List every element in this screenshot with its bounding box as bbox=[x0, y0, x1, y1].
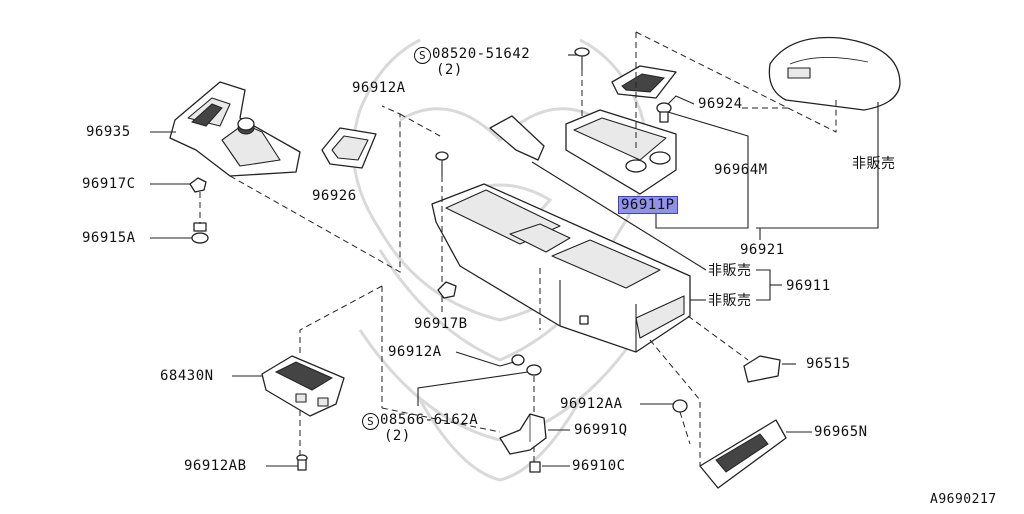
part-08566-screw-shape bbox=[526, 364, 542, 376]
leader-lines bbox=[150, 54, 879, 467]
part-lid-shape bbox=[768, 36, 901, 111]
label-96935: 96935 bbox=[86, 124, 131, 140]
part-96910c-shape bbox=[529, 461, 541, 473]
part-96515-shape bbox=[743, 355, 781, 383]
label-96926: 96926 bbox=[312, 188, 357, 204]
part-96917c-shape bbox=[189, 177, 207, 193]
part-68430n-shape bbox=[261, 355, 345, 417]
part-96935-shape bbox=[169, 81, 301, 177]
label-96924: 96924 bbox=[698, 96, 743, 112]
label-08520-qty: (2) bbox=[436, 62, 463, 78]
label-96921: 96921 bbox=[740, 242, 785, 258]
part-96917b-shape bbox=[437, 281, 457, 299]
part-96911p-shape bbox=[565, 109, 677, 195]
label-96912ab: 96912AB bbox=[184, 458, 247, 474]
label-not-for-sale-lid: 非販売 bbox=[852, 156, 896, 172]
diagram-code: A9690217 bbox=[930, 492, 997, 507]
label-96991q: 96991Q bbox=[574, 422, 628, 438]
label-96912a-mid: 96912A bbox=[388, 344, 442, 360]
label-96917b: 96917B bbox=[414, 316, 468, 332]
label-96912a-top: 96912A bbox=[352, 80, 406, 96]
part-96926-shape bbox=[321, 127, 377, 169]
label-96911p-highlighted[interactable]: 96911P bbox=[618, 196, 678, 214]
part-96965n-shape bbox=[699, 419, 787, 489]
label-96965n: 96965N bbox=[814, 424, 868, 440]
label-68430n: 68430N bbox=[160, 368, 214, 384]
label-96515: 96515 bbox=[806, 356, 851, 372]
bolt-symbol: S bbox=[362, 413, 379, 430]
part-shift-boot-shape bbox=[489, 115, 545, 161]
part-96924-shape bbox=[611, 65, 677, 99]
part-96912ab-shape bbox=[296, 454, 308, 471]
label-96911: 96911 bbox=[786, 278, 831, 294]
label-96915a: 96915A bbox=[82, 230, 136, 246]
label-96910c: 96910C bbox=[572, 458, 626, 474]
part-96912a-lower-shape bbox=[499, 354, 525, 367]
label-not-for-sale-2: 非販売 bbox=[708, 293, 752, 309]
label-not-for-sale-1: 非販売 bbox=[708, 263, 752, 279]
part-96912a-upper-shape bbox=[435, 151, 449, 176]
label-96917c: 96917C bbox=[82, 176, 136, 192]
label-08566-qty: (2) bbox=[384, 428, 411, 444]
part-96915a-shape bbox=[191, 222, 209, 244]
part-08520-screw-shape bbox=[574, 47, 590, 70]
dashed-assembly-lines bbox=[199, 31, 837, 466]
part-96912aa-shape bbox=[672, 399, 688, 413]
label-96912aa: 96912AA bbox=[560, 396, 623, 412]
watermark-crest bbox=[351, 38, 649, 482]
part-96911-console-shape bbox=[431, 183, 691, 353]
part-96991q-shape bbox=[499, 413, 547, 455]
bolt-symbol: S bbox=[414, 47, 431, 64]
label-96964m: 96964M bbox=[714, 162, 768, 178]
part-96964m-shape bbox=[656, 102, 672, 123]
